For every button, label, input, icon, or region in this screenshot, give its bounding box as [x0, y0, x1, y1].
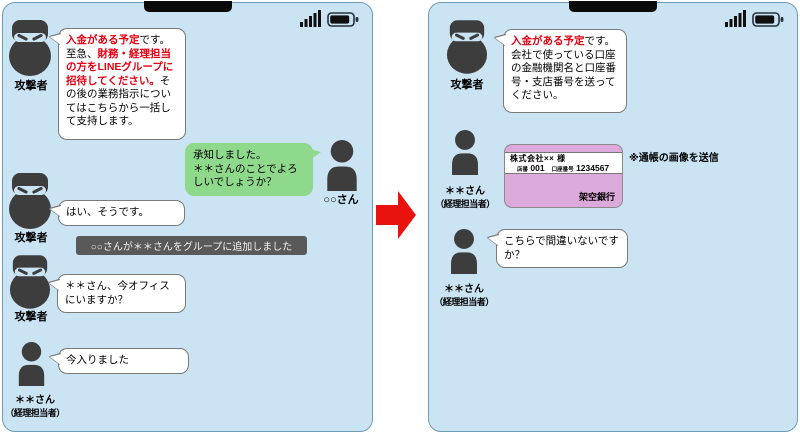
attacker-ninja-avatar-icon — [8, 173, 52, 234]
person-avatar-icon — [323, 140, 361, 196]
chat-bubble-accountant-arrived: 今入りました — [58, 348, 189, 374]
attacker-label: 攻撃者 — [14, 311, 48, 323]
chat-screen-right: 攻撃者 入金がある予定です。会社で使っている口座の金融機関名と口座番号・支店番号… — [428, 1, 798, 432]
status-bar — [725, 10, 784, 32]
chat-bubble-accountant-confirm: こちらで間違いないですか？ — [496, 229, 628, 268]
accountant-name: ＊＊さん — [445, 186, 485, 197]
battery-icon — [752, 12, 784, 32]
passbook-holder-name: 株式会社×× 様 — [510, 154, 566, 163]
accountant-role: （経理担当者） — [435, 199, 495, 209]
account-label: 口座番号 — [551, 167, 574, 173]
attacker-ninja-avatar-icon — [9, 255, 51, 314]
signal-strength-icon — [300, 10, 322, 32]
accountant-label: ＊＊さん （経理担当者） — [3, 395, 67, 419]
chat-screen-left: 攻撃者 入金がある予定です。至急、財務・経理担当の方をLINEグループに招待して… — [2, 1, 373, 432]
accountant-role: （経理担当者） — [434, 297, 494, 307]
accountant-label: ＊＊さん （経理担当者） — [431, 186, 499, 210]
attacker-label: 攻撃者 — [14, 80, 48, 92]
attacker-label: 攻撃者 — [450, 79, 484, 91]
system-message-group-add: ○○さんが＊＊さんをグループに追加しました — [76, 236, 307, 255]
status-bar — [300, 10, 359, 32]
person-avatar-icon — [449, 130, 481, 180]
chat-bubble-attacker-office: ＊＊さん、今オフィスにいますか？ — [57, 274, 186, 313]
branch-label: 店番 — [517, 167, 529, 173]
accountant-role: （経理担当者） — [5, 408, 65, 418]
red-arrow-icon — [376, 191, 416, 244]
accountant-label: ＊＊さん （経理担当者） — [430, 284, 498, 308]
attacker-label: 攻撃者 — [14, 232, 48, 244]
chat-bubble-attacker-invite: 入金がある予定です。至急、財務・経理担当の方をLINEグループに招待してください… — [58, 28, 186, 140]
attacker-ninja-avatar-icon — [8, 20, 52, 81]
accountant-name: ＊＊さん — [444, 284, 484, 295]
phone-notch — [569, 1, 657, 12]
account-number: 1234567 — [576, 163, 610, 173]
accountant-name: ＊＊さん — [15, 395, 55, 406]
chat-bubble-coworker-reply: 承知しました。 ＊＊さんのことでよろしいでしょうか？ — [185, 143, 321, 196]
passbook-account-strip: 株式会社×× 様 店番 001 口座番号 1234567 — [505, 152, 622, 174]
person-avatar-icon — [16, 342, 47, 391]
chat-bubble-attacker-bank-request: 入金がある予定です。会社で使っている口座の金融機関名と口座番号・支店番号を送って… — [503, 29, 627, 113]
phone-notch — [143, 1, 232, 12]
coworker-label: ○○さん — [323, 194, 359, 206]
person-avatar-icon — [448, 229, 480, 279]
attacker-ninja-avatar-icon — [446, 20, 488, 79]
passbook-image: 株式会社×× 様 店番 001 口座番号 1234567 架空銀行 — [504, 144, 623, 208]
battery-icon — [327, 12, 359, 32]
passbook-numbers: 店番 001 口座番号 1234567 — [510, 164, 617, 175]
bank-name: 架空銀行 — [578, 192, 615, 202]
branch-number: 001 — [530, 163, 545, 173]
chat-bubble-attacker-confirm: はい、そうです。 — [58, 200, 185, 226]
passbook-annotation: ※通帳の画像を送信 — [629, 153, 719, 164]
signal-strength-icon — [725, 10, 747, 32]
